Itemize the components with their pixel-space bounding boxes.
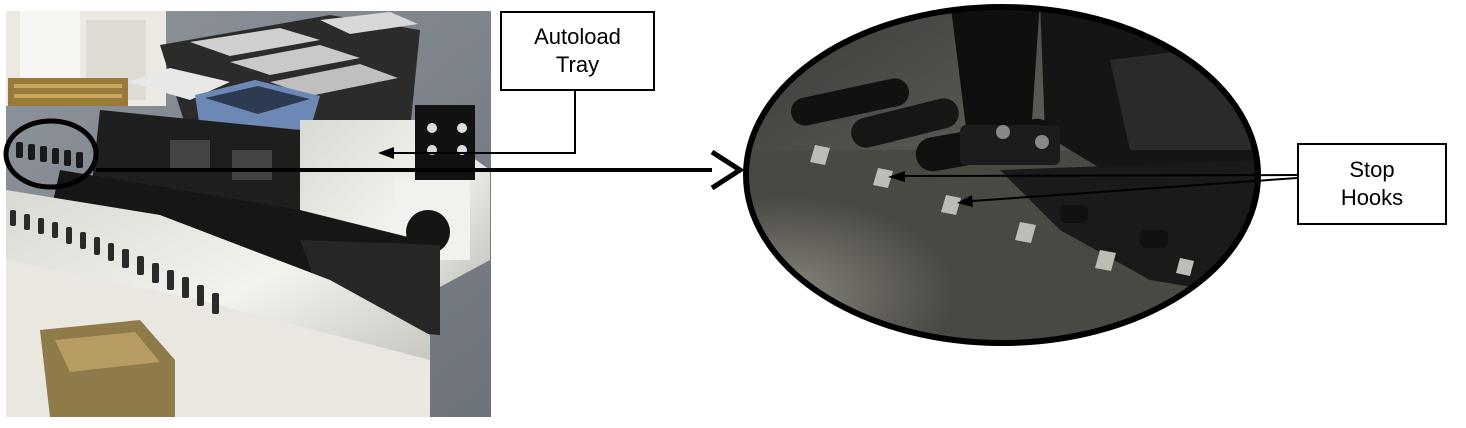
autoload-leader-line (392, 91, 576, 154)
autoload-tray-callout: Autoload Tray (500, 11, 655, 91)
rail-slot-row (10, 210, 219, 314)
highlight-ellipse (3, 118, 99, 190)
instrument-photo (6, 11, 491, 417)
zoom-arrow-head (710, 149, 745, 191)
autoload-label-line-1: Autoload (534, 24, 621, 49)
stop-arrow-head-2 (957, 195, 973, 207)
stop-hook-tabs (810, 145, 1194, 276)
stop-leader-line-1 (903, 174, 1298, 177)
stop-hooks-callout: Stop Hooks (1297, 143, 1447, 225)
stop-label-line-1: Stop (1349, 157, 1395, 182)
stop-arrow-head-1 (888, 171, 905, 182)
autoload-label-line-2: Tray (555, 52, 600, 77)
hook-row (16, 142, 83, 168)
stop-label-line-2: Hooks (1340, 185, 1404, 210)
autoload-arrow-head (378, 147, 394, 159)
stop-leader-line-2 (971, 177, 1298, 202)
